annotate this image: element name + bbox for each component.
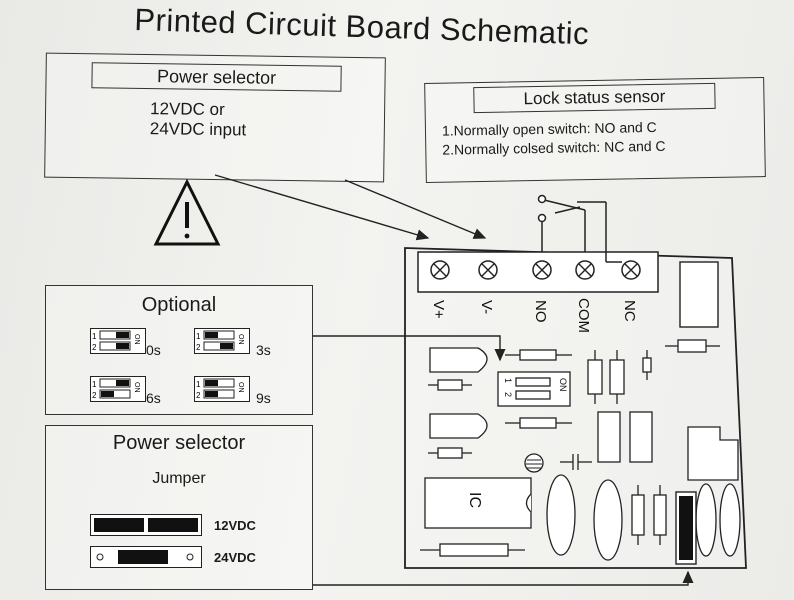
diode-left-2 [437, 447, 463, 459]
jumper-12vdc-icon [90, 514, 202, 541]
small-diode [642, 357, 652, 373]
crystal-3 [695, 483, 717, 557]
resistor-vertical-2 [609, 359, 625, 395]
transistor-2 [429, 413, 488, 439]
jumper-12vdc-label: 12VDC [214, 518, 256, 533]
board-dip-num-2: 2 [503, 392, 513, 397]
dc-connector [687, 426, 739, 481]
transistor-1 [429, 347, 488, 373]
crystal-2 [593, 479, 623, 561]
terminal-v-minus-screw-icon [478, 260, 498, 280]
dip-switch-6s: 1 2 ON [90, 376, 146, 407]
svg-text:ON: ON [237, 382, 244, 393]
terminal-label-no: NO [532, 300, 549, 323]
resistor-bottom-2 [653, 494, 667, 536]
capacitor-symbol-icon [560, 454, 592, 470]
svg-text:1: 1 [92, 380, 97, 389]
capacitor-block-1 [597, 411, 621, 463]
arrow-to-board-dip [313, 335, 506, 362]
setting-6s-label: 6s [146, 390, 161, 406]
svg-text:2: 2 [92, 343, 97, 352]
jumper-power-selector-box: Power selector Jumper 12VDC 24VDC [45, 425, 313, 590]
optional-delay-box: Optional 1 2 ON 0s 1 2 ON 3s 1 [45, 285, 313, 415]
warning-icon [153, 178, 221, 246]
crystal-1 [546, 474, 576, 556]
dip-switch-3s: 1 2 ON [194, 328, 250, 359]
jumper-subheading: Jumper [152, 470, 206, 487]
lock-switch-wiring [537, 194, 622, 263]
svg-text:1: 1 [196, 380, 201, 389]
svg-text:ON: ON [133, 334, 140, 345]
dip-switch-0s: 1 2 ON [90, 328, 146, 359]
resistor-vertical-1 [587, 359, 603, 395]
resistor-bottom-left [439, 543, 509, 557]
jumper-24vdc-icon [90, 546, 202, 573]
terminal-label-nc: NC [621, 300, 638, 322]
jumper-24vdc-label: 24VDC [214, 550, 256, 565]
terminal-v-plus-screw-icon [430, 260, 450, 280]
dip-switch-9s: 1 2 ON [194, 376, 250, 407]
ic-label: IC [466, 492, 483, 508]
svg-text:2: 2 [196, 391, 201, 400]
setting-3s-label: 3s [256, 342, 271, 358]
crystal-4 [719, 483, 741, 557]
resistor-top [519, 349, 557, 361]
diode-left-1 [437, 379, 463, 391]
board-dip-num-1: 1 [503, 378, 513, 383]
setting-0s-label: 0s [146, 342, 161, 358]
svg-text:1: 1 [92, 332, 97, 341]
arrow-to-board-jumper [313, 570, 694, 586]
jumper-heading: Power selector [112, 432, 246, 454]
arrow-to-v-plus [214, 174, 430, 241]
svg-text:2: 2 [196, 343, 201, 352]
resistor-right [677, 339, 707, 353]
setting-9s-label: 9s [256, 390, 271, 406]
terminal-nc-screw-icon [621, 260, 641, 280]
terminal-com-screw-icon [575, 260, 595, 280]
board-dip-on-label: ON [558, 378, 568, 392]
varistor-icon [524, 453, 544, 473]
svg-text:ON: ON [133, 382, 140, 393]
capacitor-block-2 [629, 411, 653, 463]
terminal-label-com: COM [575, 298, 592, 333]
svg-text:1: 1 [196, 332, 201, 341]
resistor-bottom-1 [631, 494, 645, 536]
arrow-to-v-minus [344, 179, 487, 239]
svg-text:ON: ON [237, 334, 244, 345]
terminal-no-screw-icon [532, 260, 552, 280]
relay-component [679, 261, 719, 328]
terminal-label-v-plus: V+ [430, 300, 447, 319]
terminal-label-v-minus: V- [478, 300, 495, 314]
svg-text:2: 2 [92, 391, 97, 400]
optional-heading: Optional [141, 294, 217, 316]
resistor-mid [519, 417, 557, 429]
